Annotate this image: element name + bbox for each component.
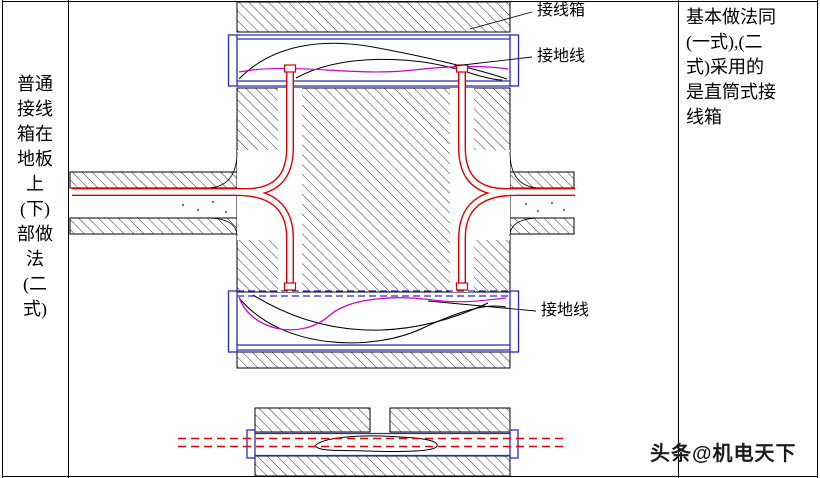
screed-dots: [181, 200, 566, 214]
drawing-cell: [68, 0, 678, 478]
slab-fillet-curves: [205, 151, 542, 237]
watermark-text: 头条@机电天下: [650, 443, 797, 465]
notes-text: 基本做法同 (一式),(二 式)采用的 是直筒式接 线箱: [686, 7, 776, 127]
row-label-vertical-text: 普通 接线 箱在 地板 上 (下) 部做 法 (二 式): [17, 74, 53, 319]
leader-lines: [427, 11, 537, 312]
ground-wire-label-lower: 接地线: [540, 302, 591, 320]
junction-box-label: 接线箱: [536, 2, 587, 20]
table-divider-right-column: [678, 0, 679, 478]
lower-junction-box: [227, 290, 520, 353]
table-border-left: [2, 0, 3, 478]
bottom-section-detail: [178, 429, 565, 459]
ground-wire-label-upper: 接地线: [536, 48, 587, 66]
table-border-right: [817, 0, 818, 478]
upper-junction-box: [227, 34, 520, 87]
table-divider-left-column: [68, 0, 69, 478]
technical-drawing: [69, 1, 575, 477]
conduits: [72, 64, 575, 291]
